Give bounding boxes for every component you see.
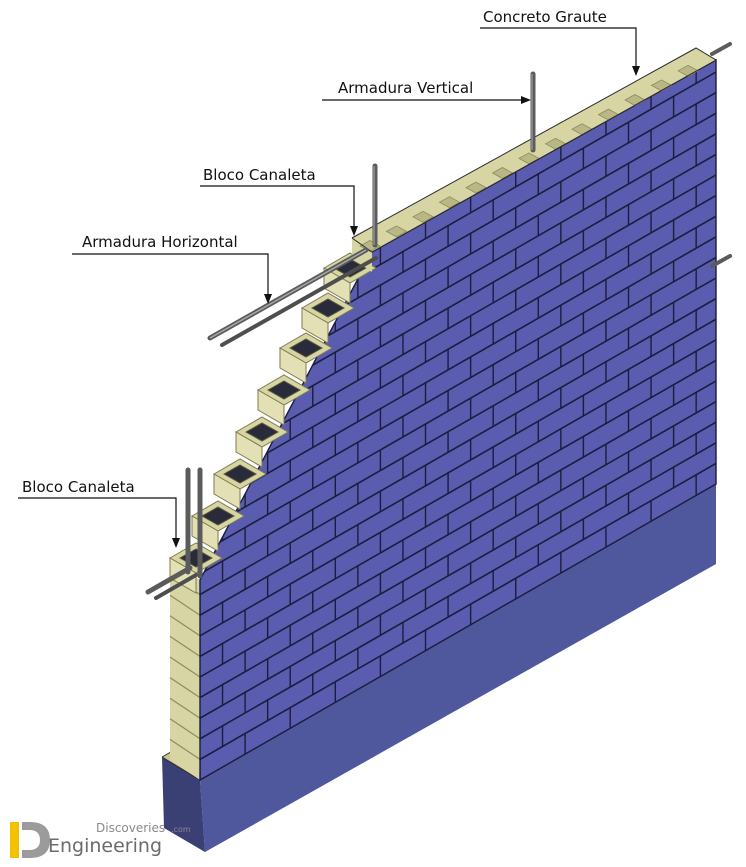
watermark: Discoveries .com Engineering: [10, 821, 191, 858]
label-armadura-vertical-text: Armadura Vertical: [338, 79, 473, 97]
stepped-block-edge: [168, 252, 378, 594]
label-bloco-canaleta-top: Bloco Canaleta: [200, 166, 358, 236]
step-block: [234, 416, 290, 468]
block-cell-icon: [222, 464, 258, 484]
foundation-front-face: [200, 484, 716, 852]
wall-end-face: [170, 560, 200, 780]
block-cell-icon: [310, 298, 346, 318]
label-armadura-horizontal: Armadura Horizontal: [72, 233, 272, 304]
block-cell-icon: [288, 338, 324, 358]
block-cell-icon: [200, 506, 236, 526]
engineering-discoveries-logo-icon: [10, 822, 50, 858]
block-cell-icon: [244, 422, 280, 442]
horizontal-rebar-right-end-mid: [710, 254, 732, 268]
label-concreto-graute-text: Concreto Graute: [483, 8, 607, 26]
step-block: [278, 332, 334, 384]
wall-front-face: [200, 60, 716, 780]
label-bloco-canaleta-bottom-text: Bloco Canaleta: [22, 478, 135, 496]
horizontal-rebar-top-2: [220, 256, 378, 347]
foundation-side-face: [162, 757, 205, 852]
watermark-line1: Discoveries: [96, 821, 165, 835]
step-block: [190, 500, 246, 552]
horizontal-rebar-bottom-2: [154, 573, 198, 600]
label-concreto-graute: Concreto Graute: [480, 8, 640, 76]
step-block: [300, 292, 356, 344]
end-column-mortar-joints: [169, 574, 201, 760]
step-block: [256, 374, 312, 426]
horizontal-rebar-right-end-top: [710, 42, 732, 56]
block-cell-icon: [266, 380, 302, 400]
label-bloco-canaleta-bottom: Bloco Canaleta: [18, 478, 180, 548]
watermark-line2: Engineering: [48, 835, 162, 857]
rebars: [145, 42, 732, 600]
annotations: Concreto Graute Armadura Vertical Bloco …: [18, 8, 640, 548]
wall-end-column: [169, 560, 201, 780]
step-block: [212, 458, 268, 510]
label-armadura-vertical: Armadura Vertical: [322, 79, 531, 104]
horizontal-rebar-bottom: [145, 565, 193, 595]
watermark-suffix: .com: [171, 825, 191, 834]
label-armadura-horizontal-text: Armadura Horizontal: [82, 233, 238, 251]
label-bloco-canaleta-top-text: Bloco Canaleta: [203, 166, 316, 184]
